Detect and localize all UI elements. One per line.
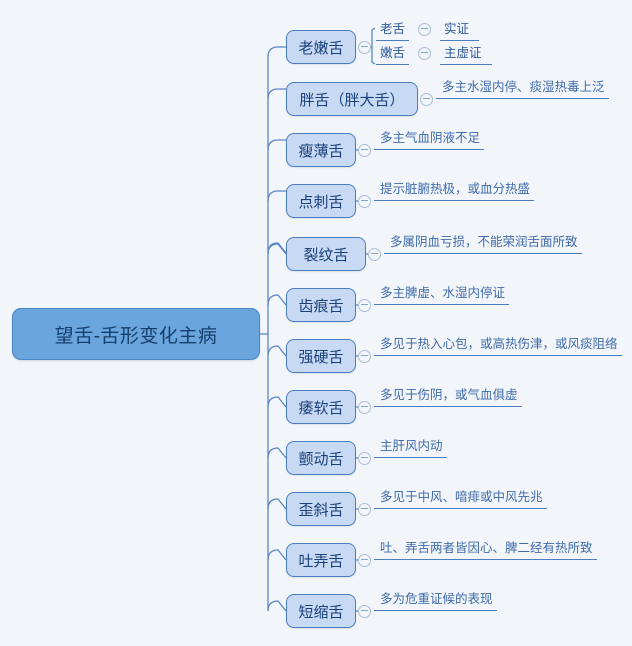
branch-node-liewenshe[interactable]: 裂纹舌	[286, 237, 366, 271]
leaf-duansuoshe: 多为危重证候的表现	[374, 591, 497, 611]
collapse-circle-icon[interactable]	[418, 23, 432, 36]
branch-label: 歪斜舌	[298, 501, 344, 519]
leaf-shoubaoshe: 多主气血阴液不足	[374, 130, 485, 150]
branch-label: 吐弄舌	[298, 552, 344, 570]
collapse-circle-icon[interactable]	[358, 41, 371, 54]
leaf-weiruanshe: 多见于伤阴，或气血俱虚	[374, 387, 522, 407]
root-node[interactable]: 望舌-舌形变化主病	[12, 308, 260, 360]
branch-node-pangshe[interactable]: 胖舌（胖大舌）	[286, 82, 418, 116]
sub-value-shizheng: 实证	[440, 18, 480, 41]
leaf-qiangyingshe: 多见于热入心包，或高热伤津，或风痰阻络	[374, 336, 622, 356]
collapse-circle-icon[interactable]	[358, 299, 371, 312]
leaf-pangshe: 多主水湿内停、痰湿热毒上泛	[436, 79, 609, 99]
collapse-circle-icon[interactable]	[358, 503, 371, 516]
branch-node-shoubaoshe[interactable]: 瘦薄舌	[286, 133, 356, 167]
branch-label: 老嫩舌	[298, 39, 344, 57]
sub-value-zhuxuzheng: 主虚证	[440, 42, 492, 65]
branch-node-duansuoshe[interactable]: 短缩舌	[286, 594, 356, 628]
collapse-circle-icon[interactable]	[358, 554, 371, 567]
root-label: 望舌-舌形变化主病	[54, 325, 218, 347]
branch-node-laonenshe[interactable]: 老嫩舌	[286, 30, 356, 64]
leaf-tunongshe: 吐、弄舌两者皆因心、脾二经有热所致	[374, 540, 597, 560]
leaf-chandongshe: 主肝风内动	[374, 438, 447, 458]
collapse-circle-icon[interactable]	[358, 195, 371, 208]
sub-label-nenshe: 嫩舌	[376, 42, 410, 65]
collapse-circle-icon[interactable]	[368, 248, 381, 261]
leaf-chihenshe: 多主脾虚、水湿内停证	[374, 285, 510, 305]
branch-node-chihenshe[interactable]: 齿痕舌	[286, 288, 356, 322]
collapse-circle-icon[interactable]	[358, 452, 371, 465]
branch-label: 痿软舌	[298, 399, 344, 417]
leaf-waixieshe: 多见于中风、喑痱或中风先兆	[374, 489, 547, 509]
branch-node-weiruanshe[interactable]: 痿软舌	[286, 390, 356, 424]
branch-label: 强硬舌	[298, 348, 344, 366]
leaf-dianicishe: 提示脏腑热极，或血分热盛	[374, 181, 535, 201]
branch-label: 胖舌（胖大舌）	[299, 91, 405, 109]
branch-label: 点刺舌	[298, 193, 344, 211]
branch-label: 短缩舌	[298, 603, 344, 621]
branch-node-chandongshe[interactable]: 颤动舌	[286, 441, 356, 475]
collapse-circle-icon[interactable]	[418, 47, 432, 60]
collapse-circle-icon[interactable]	[358, 401, 371, 414]
collapse-circle-icon[interactable]	[420, 93, 433, 106]
collapse-circle-icon[interactable]	[358, 605, 371, 618]
leaf-liewenshe: 多属阴血亏损，不能荣润舌面所致	[384, 234, 582, 254]
branch-label: 裂纹舌	[303, 246, 349, 264]
branch-node-waixieshe[interactable]: 歪斜舌	[286, 492, 356, 526]
branch-node-qiangyingshe[interactable]: 强硬舌	[286, 339, 356, 373]
branch-node-tunongshe[interactable]: 吐弄舌	[286, 543, 356, 577]
sub-row-laoshe: 老舌 实证	[376, 18, 480, 41]
branch-label: 颤动舌	[298, 450, 344, 468]
branch-label: 瘦薄舌	[298, 142, 344, 160]
branch-label: 齿痕舌	[298, 297, 344, 315]
collapse-circle-icon[interactable]	[358, 350, 371, 363]
collapse-circle-icon[interactable]	[358, 144, 371, 157]
sub-label-laoshe: 老舌	[376, 18, 410, 41]
sub-row-nenshe: 嫩舌 主虚证	[376, 42, 492, 65]
branch-node-dianicishe[interactable]: 点刺舌	[286, 184, 356, 218]
